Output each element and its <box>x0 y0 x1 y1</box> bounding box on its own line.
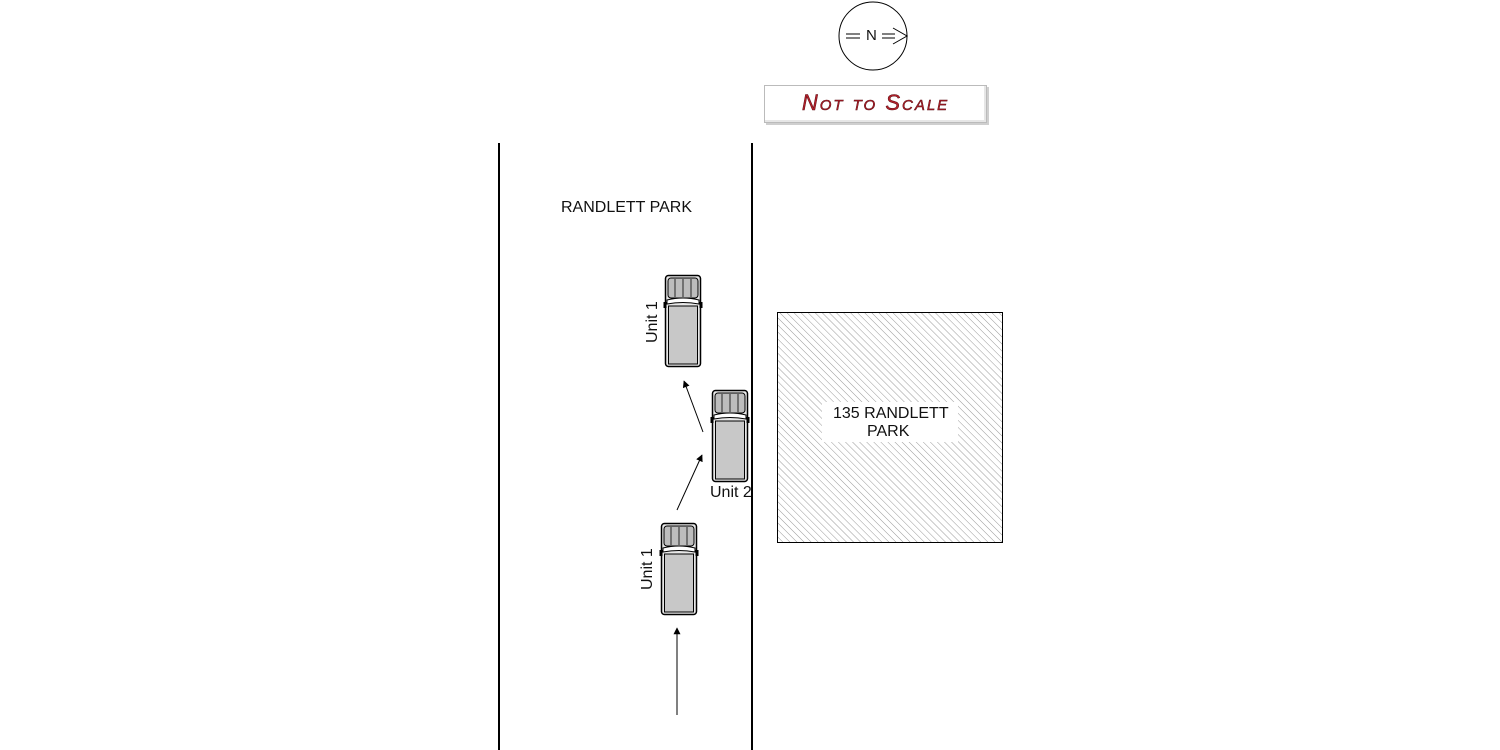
vehicle-unit1-initial <box>658 522 700 616</box>
not-to-scale-badge: Not to Scale <box>764 85 987 123</box>
vehicle-unit1-final <box>662 274 704 368</box>
building-label-line1: 135 RANDLETT <box>833 405 949 422</box>
vehicle-label-unit2: Unit 2 <box>710 484 752 501</box>
vehicle-label-unit1-final: Unit 1 <box>644 301 661 343</box>
path-arrow-impact <box>676 454 703 511</box>
vehicle-unit2 <box>709 389 751 483</box>
building-label-line2: PARK <box>867 423 910 440</box>
scale-note-text: Not to Scale <box>801 90 950 116</box>
path-arrow-post-impact <box>682 380 704 433</box>
street-label: RANDLETT PARK <box>561 199 692 216</box>
vehicle-label-unit1-initial: Unit 1 <box>639 548 656 590</box>
compass-letter: N <box>866 27 877 44</box>
north-arrow-icon <box>838 1 909 71</box>
